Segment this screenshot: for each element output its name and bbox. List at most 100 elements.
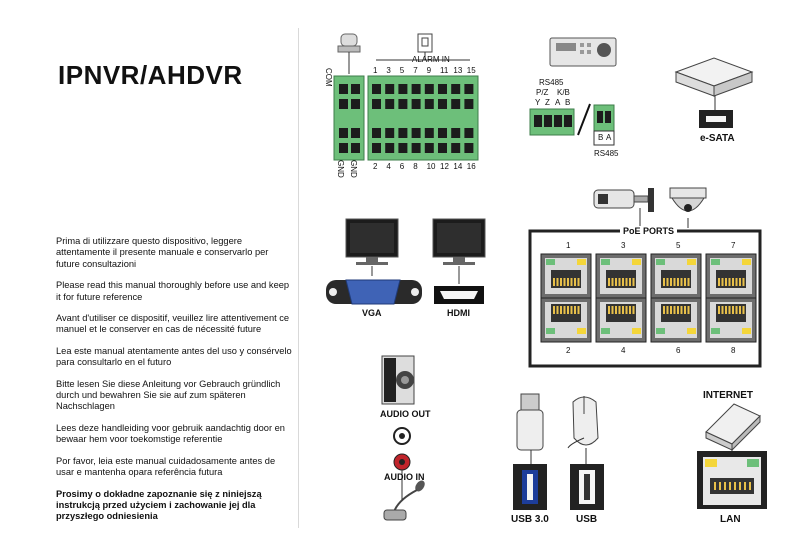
router-icon (705, 403, 761, 452)
lan-label: LAN (720, 514, 741, 525)
mouse-icon (567, 396, 599, 449)
poe-port-number: 4 (621, 346, 626, 355)
terminal-slot (451, 84, 461, 94)
poe-port-number: 6 (676, 346, 681, 355)
alarm-input-number: 8 (413, 162, 418, 171)
hdmi-label: HDMI (447, 308, 470, 318)
poe-port-number: 8 (731, 346, 736, 355)
alarm-input-number: 5 (399, 66, 405, 75)
terminal-slot (398, 128, 408, 138)
alarm-input-number: 3 (386, 66, 391, 75)
alarm-input-number: 7 (413, 66, 418, 75)
alarm-input-number: 10 (426, 162, 436, 171)
divider (298, 28, 299, 528)
alarm-input-number: 4 (386, 162, 391, 171)
external-drive-icon (674, 57, 754, 97)
note-en: Please read this manual thoroughly befor… (56, 280, 290, 302)
com-label: COM (324, 68, 333, 87)
terminal-slot (438, 99, 447, 109)
poe-ports-label: PoE PORTS (620, 226, 678, 236)
vga-port-icon (326, 279, 422, 305)
terminal-slot (464, 143, 474, 153)
terminal-slot (372, 128, 381, 138)
terminal-slot (411, 99, 421, 109)
alarm-input-number: 15 (466, 66, 476, 75)
terminal-slot (385, 84, 395, 94)
poe-ports-panel (528, 229, 762, 368)
terminal-slot (385, 128, 395, 138)
term-a: A (606, 133, 612, 142)
poe-port (650, 253, 702, 299)
gnd-label-left: GND (336, 160, 345, 178)
separator-slash (577, 103, 591, 136)
terminal-slot (424, 128, 434, 138)
terminal-slot (451, 128, 461, 138)
page-title: IPNVR/AHDVR (58, 60, 243, 90)
usb-stick-icon (516, 393, 544, 451)
usb3-port-icon (513, 464, 547, 510)
terminal-slot (424, 143, 434, 153)
poe-port (540, 253, 592, 299)
alarm-sensor-icon (417, 33, 433, 53)
alarm-input-number: 13 (453, 66, 463, 75)
note-fr: Avant d'utiliser ce dispositif, veuillez… (56, 313, 290, 335)
pin-y: Y (535, 98, 541, 107)
poe-port-number: 2 (566, 346, 571, 355)
terminal-slot (451, 143, 461, 153)
lan-port-icon (697, 451, 767, 509)
rs485-label: RS485 (539, 78, 564, 87)
dome-camera-icon (669, 187, 707, 212)
usb-port-icon (570, 464, 604, 510)
alarm-input-number: 2 (373, 162, 378, 171)
rs485-terminal (529, 108, 575, 136)
terminal-slot (464, 84, 474, 94)
note-it: Prima di utilizzare questo dispositivo, … (56, 236, 269, 269)
poe-port (650, 297, 702, 343)
terminal-slot (464, 128, 474, 138)
usb3-label: USB 3.0 (511, 514, 549, 525)
terminal-slot (438, 143, 447, 153)
poe-port (595, 297, 647, 343)
audio-out-jack (393, 427, 411, 445)
terminal-slot (438, 128, 447, 138)
poe-port-number: 7 (731, 241, 736, 250)
internet-label: INTERNET (703, 390, 753, 401)
terminal-slot (398, 143, 408, 153)
pin-a: A (555, 98, 561, 107)
poe-port (705, 253, 757, 299)
speaker-icon (381, 355, 415, 405)
terminal-slot (411, 84, 421, 94)
pin-b: B (565, 98, 571, 107)
rs485-terminal-2 (593, 104, 615, 146)
usb-label: USB (576, 514, 598, 525)
terminal-slot (372, 84, 381, 94)
alarm-input-number: 6 (399, 162, 405, 171)
alarm-input-number: 16 (466, 162, 476, 171)
terminal-slot (451, 99, 461, 109)
monitor-icon-vga (345, 218, 399, 265)
esata-port-icon (699, 110, 733, 128)
poe-port (540, 297, 592, 343)
gnd-label-right: GND (349, 160, 358, 178)
vga-label: VGA (362, 308, 382, 318)
terminal-slot (398, 84, 408, 94)
alarm-input-number: 11 (440, 66, 449, 75)
terminal-slot (411, 128, 421, 138)
poe-port-number: 1 (566, 241, 571, 250)
terminal-slot (398, 99, 408, 109)
poe-port-number: 3 (621, 241, 626, 250)
audio-out-label: AUDIO OUT (380, 409, 431, 419)
note-pt: Por favor, leia este manual cuidadosamen… (56, 455, 276, 478)
terminal-slot (372, 143, 381, 153)
terminal-slot (424, 84, 434, 94)
bullet-camera-icon (593, 188, 654, 212)
kb-label: K/B (557, 88, 570, 97)
note-es: Lea este manual atentamente antes del us… (56, 345, 292, 368)
note-pl: Prosimy o dokładne zapoznanie się z nini… (56, 488, 262, 522)
microphone-icon (383, 480, 425, 521)
terminal-slot (438, 84, 447, 94)
note-nl: Lees deze handleiding voor gebruik aanda… (56, 422, 285, 445)
audio-in-label: AUDIO IN (384, 472, 425, 482)
esata-label: e-SATA (700, 133, 735, 144)
rs485-label-2: RS485 (594, 149, 619, 158)
